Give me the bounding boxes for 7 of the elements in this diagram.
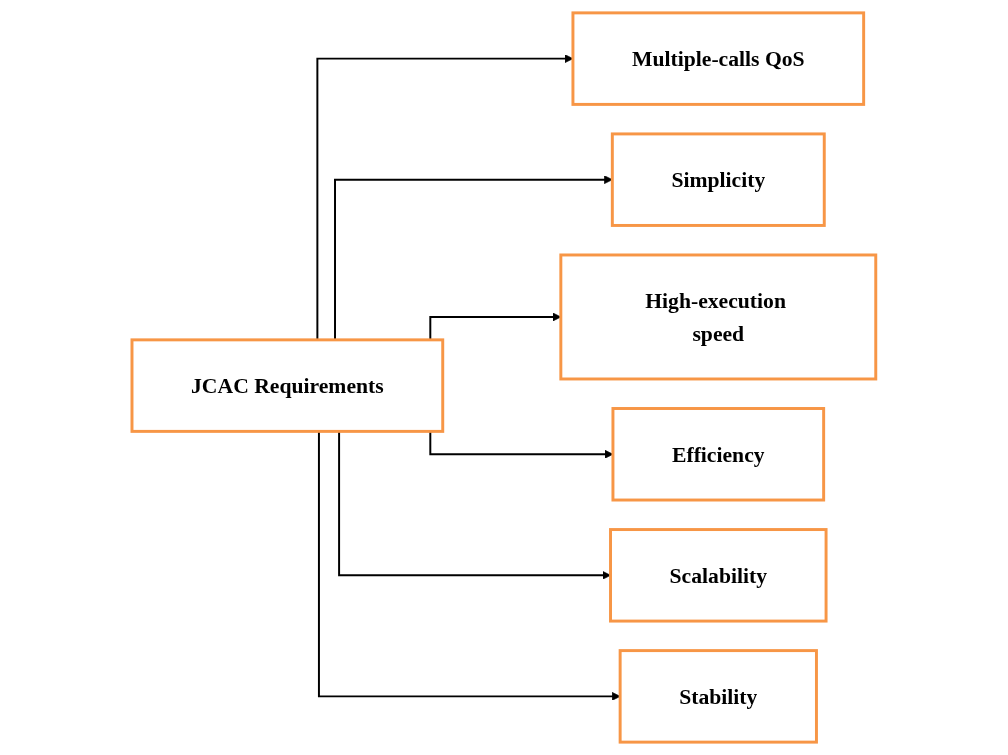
node-box: Stability	[618, 649, 819, 744]
node-box: Simplicity	[611, 132, 826, 227]
node-box: Scalability	[609, 528, 828, 623]
node-box: Multiple-calls QoS	[571, 11, 866, 106]
node-box: JCAC Requirements	[130, 338, 445, 433]
node-box: Efficiency	[611, 407, 826, 502]
node-box: High-execution speed	[559, 253, 878, 381]
